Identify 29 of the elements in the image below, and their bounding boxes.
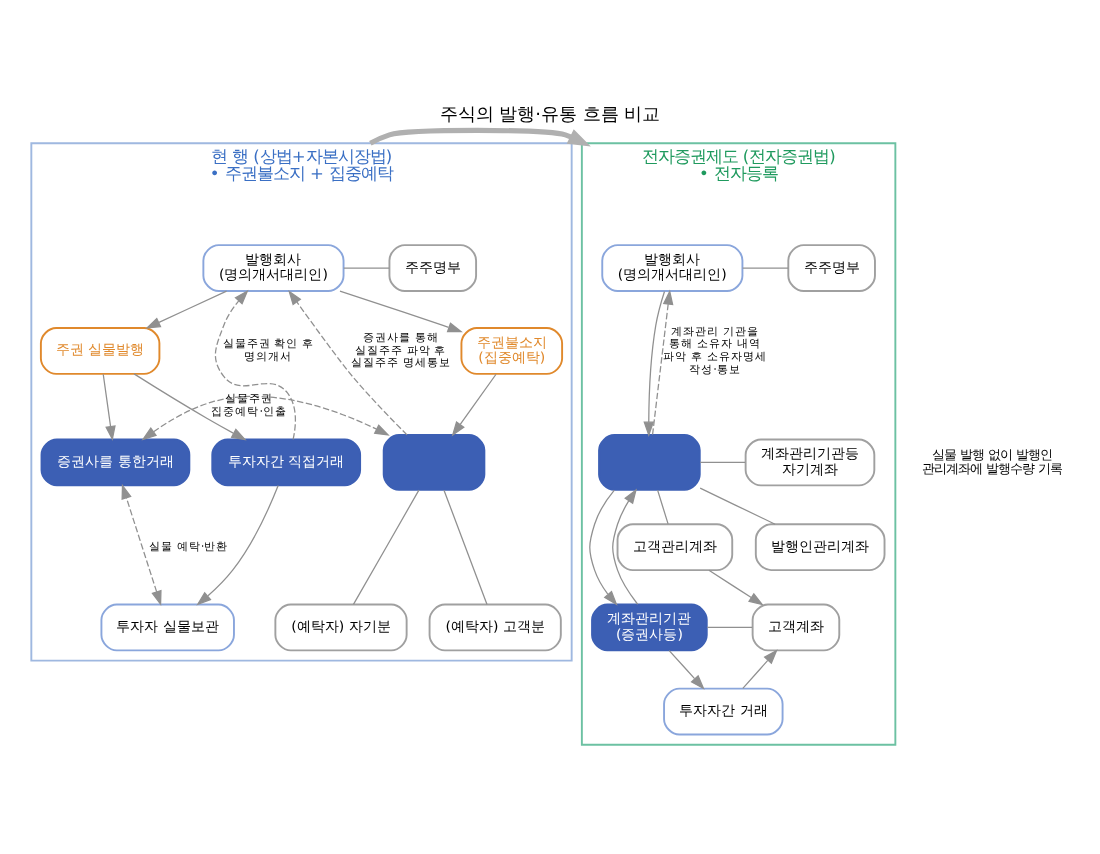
connector <box>706 625 753 628</box>
connector <box>343 266 390 268</box>
arrow <box>643 289 666 436</box>
node-box <box>382 433 486 490</box>
arrow <box>451 372 497 436</box>
arrow <box>196 483 279 605</box>
connector <box>699 460 746 463</box>
arrow <box>339 289 463 332</box>
arrow <box>651 288 674 435</box>
node-box <box>598 433 701 490</box>
arrow <box>214 288 297 439</box>
arrow <box>141 394 390 440</box>
arrow <box>145 289 228 328</box>
arrow <box>708 568 764 605</box>
connector <box>443 488 488 605</box>
connector <box>656 488 669 524</box>
connector <box>699 486 776 524</box>
connector <box>742 266 789 268</box>
arrow <box>288 288 408 435</box>
arrow <box>133 372 247 440</box>
diagram-title: 주식의 발행·유통 흐름 비교 <box>439 105 661 126</box>
arrow <box>121 482 162 605</box>
arrow <box>589 488 618 605</box>
arrow <box>612 487 639 604</box>
arrow <box>742 648 778 688</box>
arrow <box>102 372 116 441</box>
arrow <box>668 648 705 689</box>
arrow <box>369 126 591 146</box>
connector <box>352 488 420 605</box>
